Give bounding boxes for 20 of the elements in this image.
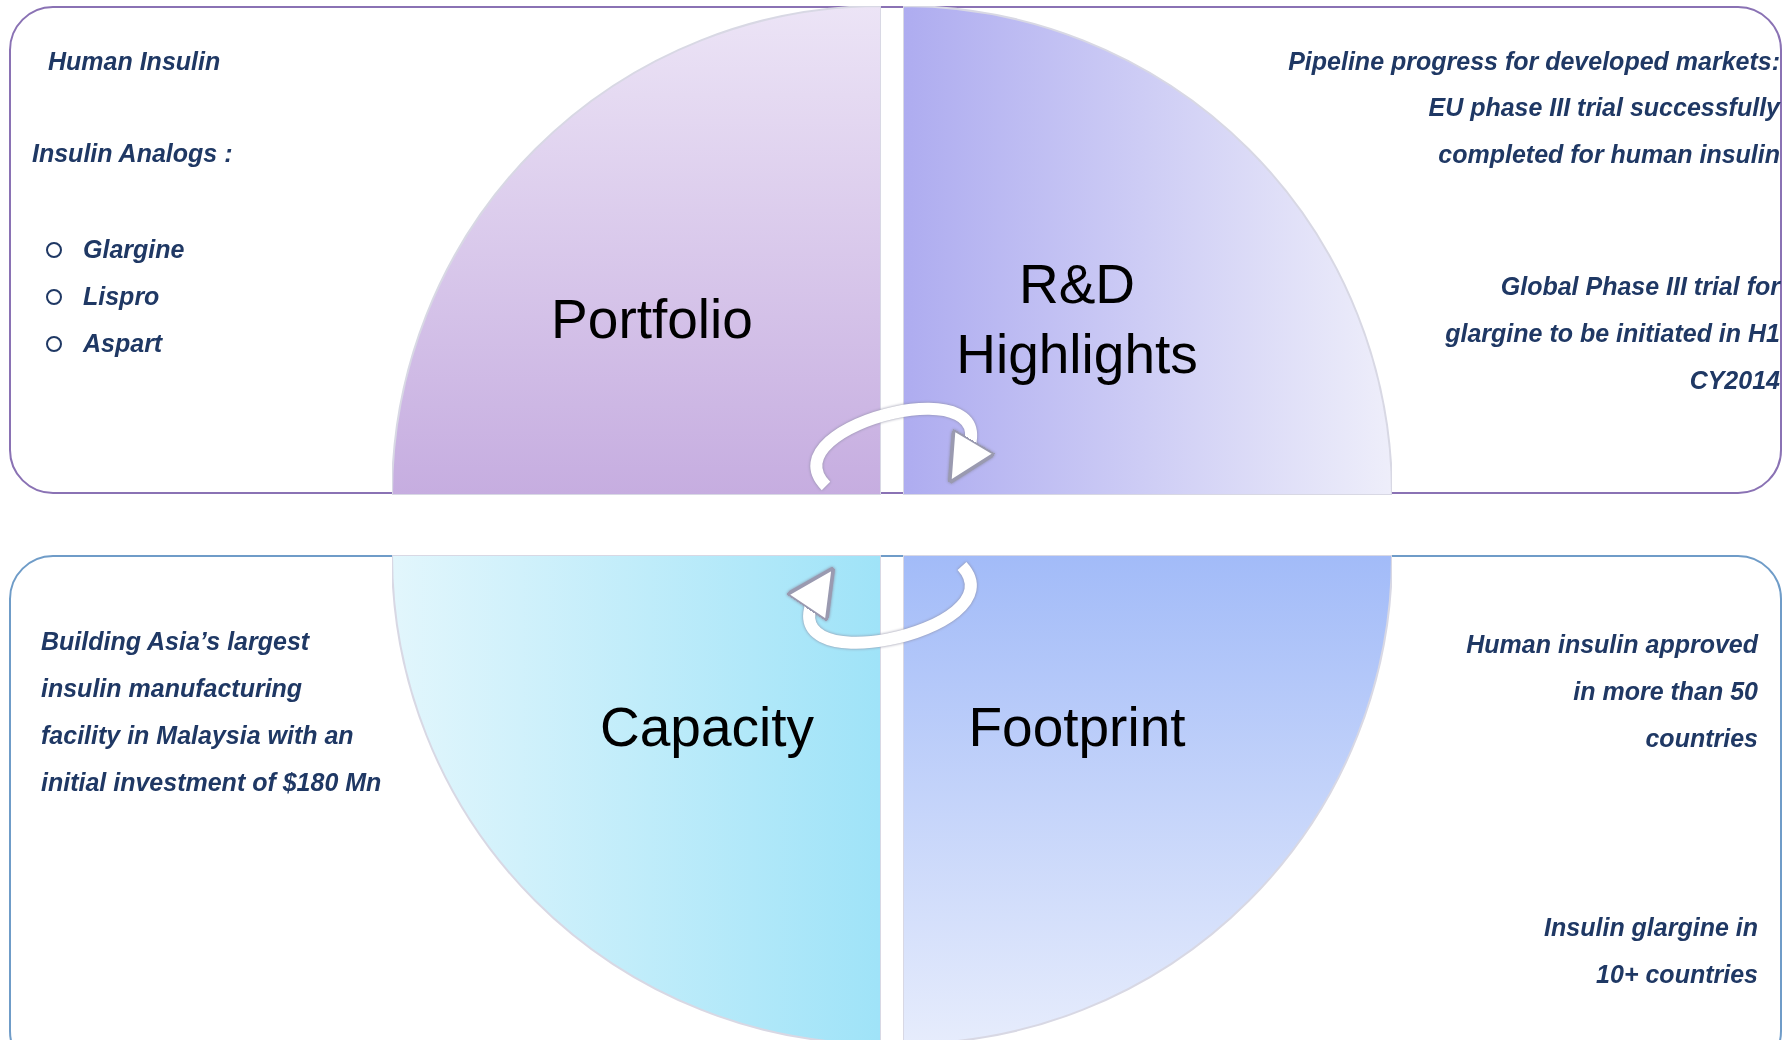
description-text: Glargine xyxy=(83,234,185,265)
description-text: Global Phase III trial for glargine to be initiated in H1 CY2014 xyxy=(1444,271,1780,396)
quarter-circle-segment xyxy=(392,6,881,495)
segment-title: Footprint xyxy=(967,695,1187,760)
description-text: Insulin glargine in 10+ countries xyxy=(1543,912,1758,990)
description-text: Human insulin approved in more than 50 countries xyxy=(1465,629,1758,754)
description-text: Pipeline progress for developed markets: xyxy=(1288,46,1780,77)
segment-title: Portfolio xyxy=(550,287,754,352)
description-text: Building Asia’s largest insulin manufacturing facility in Malaysia with an initial investment of $180 Mn xyxy=(41,626,383,798)
quarter-circle-segment xyxy=(392,555,881,1040)
description-text: Human Insulin xyxy=(48,46,221,77)
quarter-circle-segment xyxy=(903,555,1392,1040)
segment-title: R&D Highlights xyxy=(955,252,1199,387)
segment-title: Capacity xyxy=(599,695,815,760)
curved-arrow xyxy=(810,403,995,490)
quarter-circle-segment xyxy=(903,6,1392,495)
description-text: Lispro xyxy=(83,281,160,312)
description-text: EU phase III trial successfully completed for human insulin xyxy=(1427,92,1780,170)
description-text: Insulin Analogs : xyxy=(32,138,233,169)
description-text: Aspart xyxy=(83,328,163,359)
